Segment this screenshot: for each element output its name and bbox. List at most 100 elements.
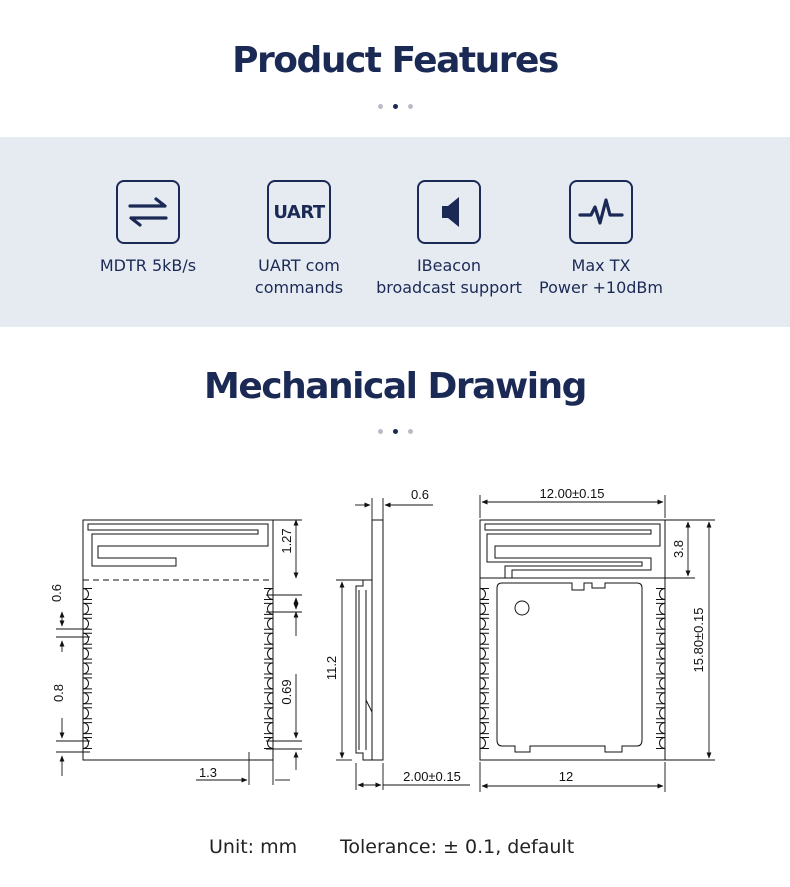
- castellated-pad: [82, 617, 89, 630]
- castellated-pad: [82, 602, 89, 615]
- castellated-pad: [82, 737, 89, 749]
- castellated-pad: [267, 707, 274, 720]
- castellated-pad: [479, 707, 486, 720]
- dot: [407, 429, 413, 435]
- pad-outline: [656, 602, 665, 615]
- side-view: [355, 519, 384, 761]
- pad-outline: [264, 602, 273, 615]
- feature-label-line: commands: [254, 278, 344, 297]
- top-view-dimensions: [56, 519, 302, 785]
- feature-label-line: Power +10dBm: [539, 278, 663, 297]
- shield-profile: [355, 579, 372, 761]
- castellated-pad: [659, 692, 666, 705]
- pad-outline: [83, 632, 92, 645]
- castellated-pad: [479, 617, 486, 630]
- castellated-pad: [659, 662, 666, 675]
- carousel-dots: [0, 423, 790, 435]
- pin-group: [82, 588, 274, 749]
- castellated-pad: [267, 602, 274, 615]
- pad-outline: [264, 677, 273, 690]
- pad-outline: [480, 677, 489, 690]
- feature-label-line: broadcast support: [376, 278, 522, 297]
- pad-outline: [83, 677, 92, 690]
- castellated-pad: [479, 602, 486, 615]
- castellated-pad: [82, 692, 89, 705]
- dim-antenna-height-left: 1.27: [279, 528, 294, 553]
- pad-outline: [83, 602, 92, 615]
- castellated-pad: [659, 647, 666, 660]
- antenna-trace: [87, 523, 269, 567]
- dot-active: [392, 429, 398, 435]
- tolerance-note: Tolerance: ± 0.1, default: [340, 836, 575, 858]
- feature-uart: UART UART com commands: [214, 180, 384, 299]
- pad-outline: [656, 722, 665, 735]
- castellated-pad: [267, 737, 274, 749]
- pad-outline: [264, 617, 273, 630]
- dot-active: [392, 104, 398, 110]
- feature-label-line: MDTR 5kB/s: [99, 256, 197, 275]
- dim-antenna-height-right: 3.8: [671, 540, 686, 558]
- pad-outline: [656, 632, 665, 645]
- castellated-pad: [659, 707, 666, 720]
- feature-label: Max TX Power +10dBm: [516, 255, 686, 299]
- castellated-pad: [267, 692, 274, 705]
- castellated-pad: [659, 737, 666, 749]
- pad-outline: [480, 692, 489, 705]
- pad-outline: [83, 722, 92, 735]
- castellated-pad: [479, 692, 486, 705]
- side-view-dimensions: [336, 498, 470, 790]
- feature-label: MDTR 5kB/s: [63, 255, 233, 277]
- dot: [377, 104, 383, 110]
- dim-total-thickness: 2.00±0.15: [403, 769, 461, 784]
- pad-outline: [264, 588, 273, 600]
- castellated-pad: [479, 737, 486, 749]
- castellated-pad: [479, 722, 486, 735]
- pad-outline: [480, 737, 489, 749]
- dim-pin-pitch: 0.8: [51, 684, 66, 702]
- pad-outline: [83, 707, 92, 720]
- pad-outline: [264, 707, 273, 720]
- feature-ibeacon: IBeacon broadcast support: [364, 180, 534, 299]
- pad-outline: [480, 662, 489, 675]
- dim-pcb-thickness: 0.6: [411, 487, 429, 502]
- module-outline: [82, 519, 274, 761]
- pad-outline: [656, 707, 665, 720]
- pad-outline: [656, 647, 665, 660]
- castellated-pad: [267, 677, 274, 690]
- pad-outline: [480, 617, 489, 630]
- castellated-pad: [267, 647, 274, 660]
- castellated-pad: [659, 677, 666, 690]
- pad-outline: [480, 707, 489, 720]
- shield-detail: [365, 699, 373, 713]
- castellated-pad: [659, 588, 666, 600]
- pad-outline: [83, 692, 92, 705]
- castellated-pad: [659, 722, 666, 735]
- pad-outline: [480, 588, 489, 600]
- castellated-pad: [479, 677, 486, 690]
- unit-note: Unit: mm: [209, 836, 298, 858]
- waveform-icon: [569, 180, 633, 244]
- feature-label: UART com commands: [214, 255, 384, 299]
- pad-outline: [83, 647, 92, 660]
- castellated-pad: [267, 662, 274, 675]
- castellated-pad: [82, 662, 89, 675]
- dot: [407, 104, 413, 110]
- dim-width-top: 12.00±0.15: [540, 486, 605, 501]
- castellated-pad: [82, 588, 89, 600]
- castellated-pad: [267, 632, 274, 645]
- feature-label-line: UART com: [258, 256, 340, 275]
- dim-width-bottom: 12: [559, 769, 573, 784]
- module-outline: [479, 519, 666, 761]
- dim-length: 15.80±0.15: [691, 608, 706, 673]
- pad-outline: [480, 632, 489, 645]
- pad-outline: [264, 662, 273, 675]
- castellated-pad: [267, 617, 274, 630]
- pad-outline: [83, 588, 92, 600]
- castellated-pad: [267, 722, 274, 735]
- carousel-dots: [0, 98, 790, 110]
- pad-outline: [264, 632, 273, 645]
- castellated-pad: [479, 588, 486, 600]
- mechanical-drawing: 0.6 0.8 1.27 0.69 1.3 0.6 11.2 2.00±0.15: [49, 486, 715, 792]
- uart-icon-text: UART: [273, 201, 325, 223]
- pin1-marker: [514, 600, 530, 616]
